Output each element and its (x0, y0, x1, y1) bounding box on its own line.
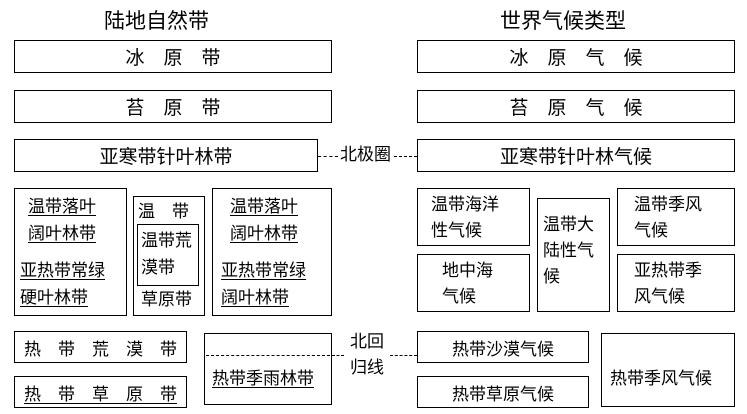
left-taiga-box: 亚寒带针叶林带 (14, 139, 318, 172)
left-header: 陆地自然带 (104, 9, 209, 33)
right-tundra-label: 苔 原 气 候 (509, 97, 643, 119)
left-temperate-center-top: 温 带 (138, 202, 189, 222)
right-temperate-monsoon-box (617, 188, 735, 246)
right-continental-box (537, 198, 610, 312)
left-tropical-desert-box: 热 带 荒 漠 带 (14, 331, 187, 363)
left-temperate-east-box (212, 188, 332, 316)
left-subtropical-evergreen-2: 阔叶林带 (221, 288, 289, 308)
left-subtropical-sclerophyll-2: 硬叶林带 (20, 288, 88, 308)
right-tropical-desert-label: 热带沙漠气候 (452, 339, 554, 360)
tropic-label-2: 归线 (346, 356, 388, 380)
left-subtropical-sclerophyll-1: 亚热带常绿 (20, 261, 105, 281)
right-mediterranean-1: 地中海 (442, 261, 493, 281)
left-temperate-desert-inner-box (137, 224, 199, 286)
left-temperate-west-box (14, 188, 127, 316)
right-taiga-box: 亚寒带针叶林气候 (417, 139, 735, 172)
right-ice-box: 冰 原 气 候 (417, 40, 735, 73)
left-subtropical-evergreen-1: 亚热带常绿 (221, 261, 306, 281)
right-tropical-savanna-label: 热带草原气候 (452, 384, 554, 405)
right-tropical-desert-box: 热带沙漠气候 (417, 331, 589, 363)
tropic-line-left-box (206, 355, 330, 356)
right-tropical-monsoon-box (601, 333, 735, 407)
right-ice-label: 冰 原 气 候 (509, 47, 643, 69)
left-temperate-desert-1: 温带荒 (141, 231, 192, 251)
left-temperate-desert-2: 漠带 (141, 258, 175, 278)
left-tropical-savanna-box: 热 带 草 原 带 (14, 376, 187, 408)
right-continental-3: 候 (543, 267, 560, 287)
right-subtropical-monsoon-2: 风气候 (634, 287, 685, 307)
right-oceanic-box (417, 188, 530, 246)
right-continental-1: 温带大 (543, 215, 594, 235)
tropic-label-1: 北回 (346, 330, 388, 354)
left-tropical-desert-label: 热 带 荒 漠 带 (24, 339, 177, 360)
left-tundra-box: 苔 原 带 (14, 90, 332, 123)
left-monsoon-forest-label: 热带季雨林带 (212, 369, 314, 389)
right-header: 世界气候类型 (500, 9, 626, 33)
tropic-line-gap-left (332, 355, 344, 356)
right-taiga-label: 亚寒带针叶林气候 (499, 146, 652, 168)
left-temperate-deciduous-east-2: 阔叶林带 (230, 224, 298, 244)
left-taiga-label: 亚寒带针叶林带 (99, 146, 233, 168)
left-temperate-deciduous-east-1: 温带落叶 (230, 197, 298, 217)
tropic-line-gap-right (390, 355, 417, 356)
left-tropical-savanna-label: 热 带 草 原 带 (24, 384, 177, 405)
right-tropical-monsoon-label: 热带季风气候 (610, 369, 712, 389)
right-oceanic-2: 性气候 (431, 221, 482, 241)
right-temperate-monsoon-2: 气候 (634, 221, 668, 241)
left-temperate-deciduous-west-1: 温带落叶 (28, 197, 96, 217)
right-subtropical-monsoon-box (617, 254, 735, 312)
right-continental-2: 陆性气 (543, 241, 594, 261)
right-tundra-box: 苔 原 气 候 (417, 90, 735, 123)
right-tropical-savanna-box: 热带草原气候 (417, 376, 589, 408)
left-ice-label: 冰 原 带 (125, 47, 221, 69)
right-mediterranean-2: 气候 (442, 287, 476, 307)
left-ice-box: 冰 原 带 (14, 40, 332, 73)
left-temperate-deciduous-west-2: 阔叶林带 (28, 224, 96, 244)
left-tundra-label: 苔 原 带 (125, 97, 221, 119)
right-mediterranean-box (417, 254, 530, 312)
arctic-circle-label: 北极圈 (340, 145, 391, 165)
right-temperate-monsoon-1: 温带季风 (634, 195, 702, 215)
arctic-circle-line-right (394, 156, 417, 157)
arctic-circle-line-left (318, 156, 338, 157)
left-monsoon-forest-box (204, 333, 332, 405)
left-temperate-steppe: 草原带 (141, 290, 192, 310)
right-subtropical-monsoon-1: 亚热带季 (634, 261, 702, 281)
right-oceanic-1: 温带海洋 (431, 195, 499, 215)
